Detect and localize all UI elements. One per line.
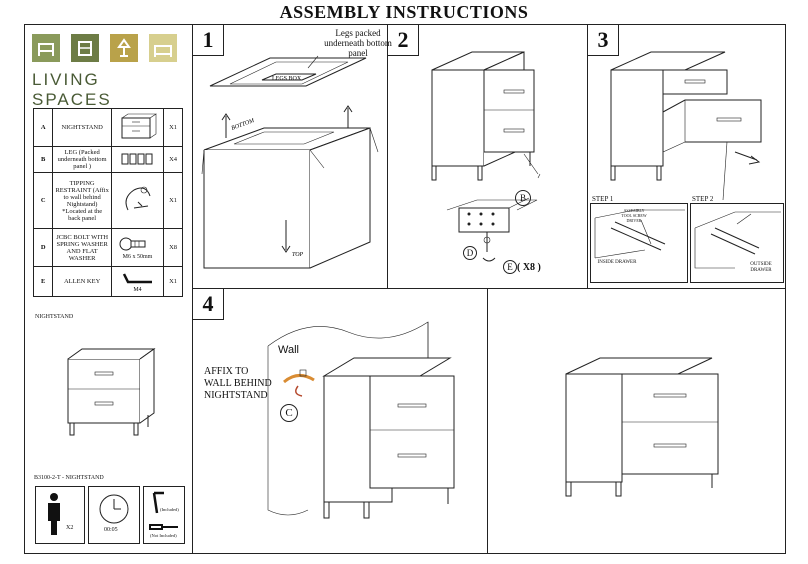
product-label: NIGHTSTAND [35,314,74,320]
top-label: TOP [292,252,304,258]
part-letter: D [32,228,54,267]
step-1-illustration: LEGS BOX BOTTOM TOP [201,55,379,269]
step-2-illustration [431,51,541,181]
logo: LIVING SPACES [32,34,182,109]
step-3-outside: OUTSIDE DRAWER [750,262,772,273]
callout-c: C [280,404,298,422]
people-box: X2 [35,486,85,544]
parts-row-c: C TIPPING RESTRAINT (Affix to wall behin… [32,172,183,229]
part-qty: X1 [163,172,183,229]
callout-b: B [515,190,531,206]
legs-icon [110,146,165,173]
part-name: TIPPING RESTRAINT (Affix to wall behind … [52,172,112,229]
step-divider-1-2 [387,24,388,288]
step-4-affix-text: AFFIX TO WALL BEHIND NIGHTSTAND [204,366,272,401]
step-1-number: 1 [193,25,224,56]
callout-d: D [463,246,477,260]
step-4-illustration [267,321,455,519]
part-name: LEG (Packed underneath bottom panel ) [52,146,112,173]
parts-row-a: A NIGHTSTAND X1 [32,108,183,147]
logo-text: LIVING SPACES [32,70,112,109]
logo-sofa-icon [149,34,177,62]
step-3-inside-detail: ASSEMBLY TOOL SCREW DRIVER INSIDE DRAWER [590,203,688,283]
wall-label: Wall [278,344,299,356]
people-count: X2 [66,525,74,531]
allen-key-icon: M4 [110,266,165,297]
logo-chair-icon [32,34,60,62]
step-1-note: Legs packed underneath bottom panel [324,28,392,58]
part-name: ALLEN KEY [52,266,112,297]
page-title: ASSEMBLY INSTRUCTIONS [279,2,529,22]
tool-not-included: (Not Included) [150,533,177,538]
step-2-qty: ( X8 ) [517,262,541,273]
parts-row-d: D JCBC BOLT WITH SPRING WASHER AND FLAT … [32,228,183,267]
step-3-step2: STEP 2 [692,195,714,203]
part-qty: X8 [163,228,183,267]
legs-box-label: LEGS BOX [272,76,302,82]
time-value: 00:05 [104,527,118,533]
part-size: M4 [133,286,142,293]
product-model: B3100-2-T - NIGHTSTAND [34,475,104,481]
callout-e: E [503,260,517,274]
part-name: NIGHTSTAND [52,108,112,147]
step-3-tool: ASSEMBLY TOOL SCREW DRIVER [621,208,647,223]
part-letter: B [32,146,54,173]
logo-dresser-icon [71,34,99,62]
step-4-number: 4 [193,289,224,320]
step-2-number: 2 [388,25,419,56]
step-3-step1: STEP 1 [592,195,614,203]
nightstand-icon [110,108,165,147]
part-qty: X4 [163,146,183,173]
part-qty: X1 [163,108,183,147]
tool-included: (Included) [160,507,179,512]
step-divider-2-3 [587,24,588,288]
part-letter: C [32,172,54,229]
nightstand-illustration [67,348,156,436]
time-box: 00:05 [88,486,140,544]
tipping-restraint-icon [110,172,165,229]
parts-table: A NIGHTSTAND X1 B LEG (Packed underneath… [32,108,183,297]
parts-row-e: E ALLEN KEY M4 X1 [32,266,183,297]
step-3-illustration [610,51,762,201]
logo-lamp-icon [110,34,138,62]
tools-box: (Included) (Not Included) [143,486,185,544]
step-3-inside: INSIDE DRAWER [597,260,637,265]
part-name: JCBC BOLT WITH SPRING WASHER AND FLAT WA… [52,228,112,267]
part-letter: A [32,108,54,147]
step-2-detail: B D E ( X8 ) [443,190,555,280]
row-divider [192,288,785,289]
part-letter: E [32,266,54,297]
step-3-number: 3 [588,25,619,56]
bottom-label: BOTTOM [231,118,256,132]
part-size: M6 x 50mm [122,253,153,260]
step-divider-4 [487,288,488,553]
bolt-icon: M6 x 50mm [110,228,165,267]
document-frame [24,24,786,554]
part-qty: X1 [163,266,183,297]
parts-row-b: B LEG (Packed underneath bottom panel ) … [32,146,183,173]
final-nightstand-illustration [565,357,719,497]
step-3-outside-detail: OUTSIDE DRAWER [690,203,784,283]
